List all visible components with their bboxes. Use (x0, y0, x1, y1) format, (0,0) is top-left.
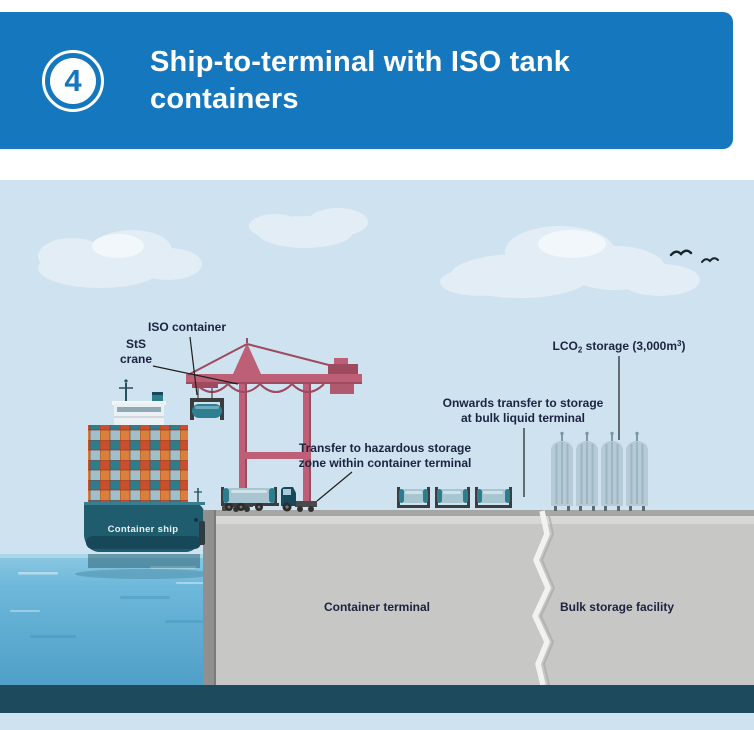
cloud-right (440, 226, 700, 298)
step-number: 4 (50, 57, 96, 104)
transfer-label-line1: Transfer to hazardous storage (299, 441, 471, 455)
iso-container-label: ISO container (148, 320, 226, 334)
header-band: 4 Ship-to-terminal with ISO tank contain… (0, 12, 733, 149)
bulk-storage-facility-label: Bulk storage facility (560, 600, 674, 614)
iso-tank-3 (475, 487, 512, 508)
storage-tank (551, 431, 573, 511)
step-number-circle: 4 (42, 49, 104, 112)
onwards-label-line1: Onwards transfer to storage (443, 396, 604, 410)
truck (221, 487, 296, 512)
bird-icon (669, 249, 693, 257)
iso-tank-container-hanging (190, 402, 224, 420)
iso-tank-2 (435, 487, 470, 508)
page-title: Ship-to-terminal with ISO tank container… (150, 45, 571, 115)
scene-illustration: Container ship (0, 180, 754, 730)
storage-tank (626, 431, 648, 511)
page-header: 4 Ship-to-terminal with ISO tank contain… (0, 0, 754, 180)
container-ship-label: Container ship (108, 524, 179, 535)
cloud-left (38, 230, 202, 288)
container-ship: Container ship (75, 379, 215, 579)
seabed-band (0, 685, 754, 713)
sts-crane-label-line1: StS (126, 337, 146, 351)
cloud-middle (249, 208, 368, 248)
quay (199, 506, 754, 685)
iso-tank-1 (397, 487, 430, 508)
iso-container-leader-line (189, 336, 198, 396)
sts-crane-label-line2: crane (120, 352, 152, 366)
sts-crane (186, 338, 362, 512)
container-terminal-label: Container terminal (324, 600, 430, 614)
storage-tanks (551, 431, 648, 511)
bird-icon (701, 257, 719, 263)
iso-tank-containers (397, 487, 512, 508)
onwards-label-line2: at bulk liquid terminal (461, 411, 585, 425)
sts-crane-leader-line (152, 365, 239, 385)
transfer-label-line2: zone within container terminal (299, 456, 472, 470)
water (0, 554, 214, 685)
storage-tank (601, 431, 623, 511)
transfer-leader-line (316, 471, 353, 502)
storage-tank (576, 431, 598, 511)
lco2-storage-label: LCO2 storage (3,000m3) (553, 339, 686, 355)
crack-divider (532, 510, 556, 686)
